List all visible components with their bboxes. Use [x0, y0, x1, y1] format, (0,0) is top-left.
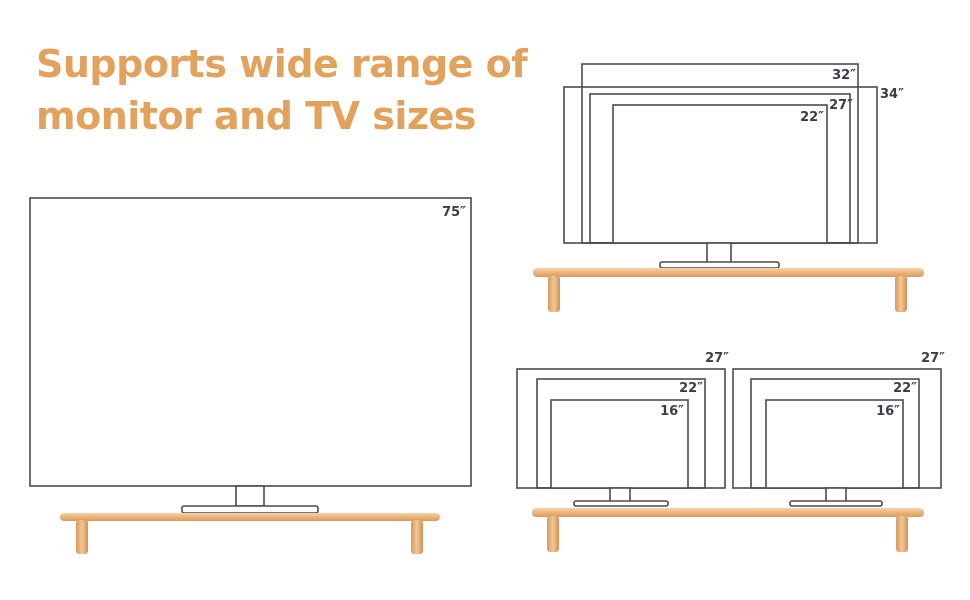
stand-1-top — [60, 513, 440, 521]
headline-line-2: monitor and TV sizes — [36, 94, 476, 138]
tv-75-label: 75″ — [442, 205, 466, 220]
stacked-monitors-scene: 32″ 34″ 27″ 22″ — [533, 63, 924, 312]
stand-3-top — [532, 508, 924, 517]
dual-right-27-label: 27″ — [921, 351, 945, 366]
monitor-27-label: 27″ — [829, 98, 853, 113]
dual-right-base — [789, 500, 883, 507]
stand-1-leg-right — [411, 520, 423, 554]
headline-line-1: Supports wide range of — [36, 42, 528, 86]
dual-right-neck — [825, 487, 847, 503]
stacked-neck — [706, 242, 732, 264]
monitor-22-outline — [612, 104, 828, 244]
stacked-base — [659, 261, 780, 269]
dual-right-22-label: 22″ — [893, 381, 917, 396]
large-tv-scene: 75″ — [29, 197, 472, 554]
dual-left-base — [573, 500, 669, 507]
headline: Supports wide range of monitor and TV si… — [36, 38, 528, 142]
dual-left-22-label: 22″ — [679, 381, 703, 396]
tv-75-neck — [235, 485, 265, 507]
dual-left-16-outline — [550, 399, 689, 489]
tv-75-base — [181, 505, 319, 514]
monitor-34-label: 34″ — [880, 87, 904, 102]
monitor-32-label: 32″ — [832, 68, 856, 83]
dual-left-16-label: 16″ — [660, 404, 684, 419]
stand-1-leg-left — [76, 520, 88, 554]
stand-2-leg-right — [895, 276, 907, 312]
stand-3-leg-right — [896, 516, 908, 552]
tv-75-screen — [29, 197, 472, 487]
dual-monitors-scene: 27″ 22″ 16″ 27″ 22″ 16″ — [516, 351, 945, 552]
dual-right-16-label: 16″ — [876, 404, 900, 419]
stand-2-top — [533, 268, 924, 277]
stand-2-leg-left — [548, 276, 560, 312]
dual-left-neck — [609, 487, 631, 503]
dual-right-16-outline — [765, 399, 904, 489]
stand-3-leg-left — [547, 516, 559, 552]
dual-left-27-label: 27″ — [705, 351, 729, 366]
monitor-22-label: 22″ — [800, 110, 824, 125]
